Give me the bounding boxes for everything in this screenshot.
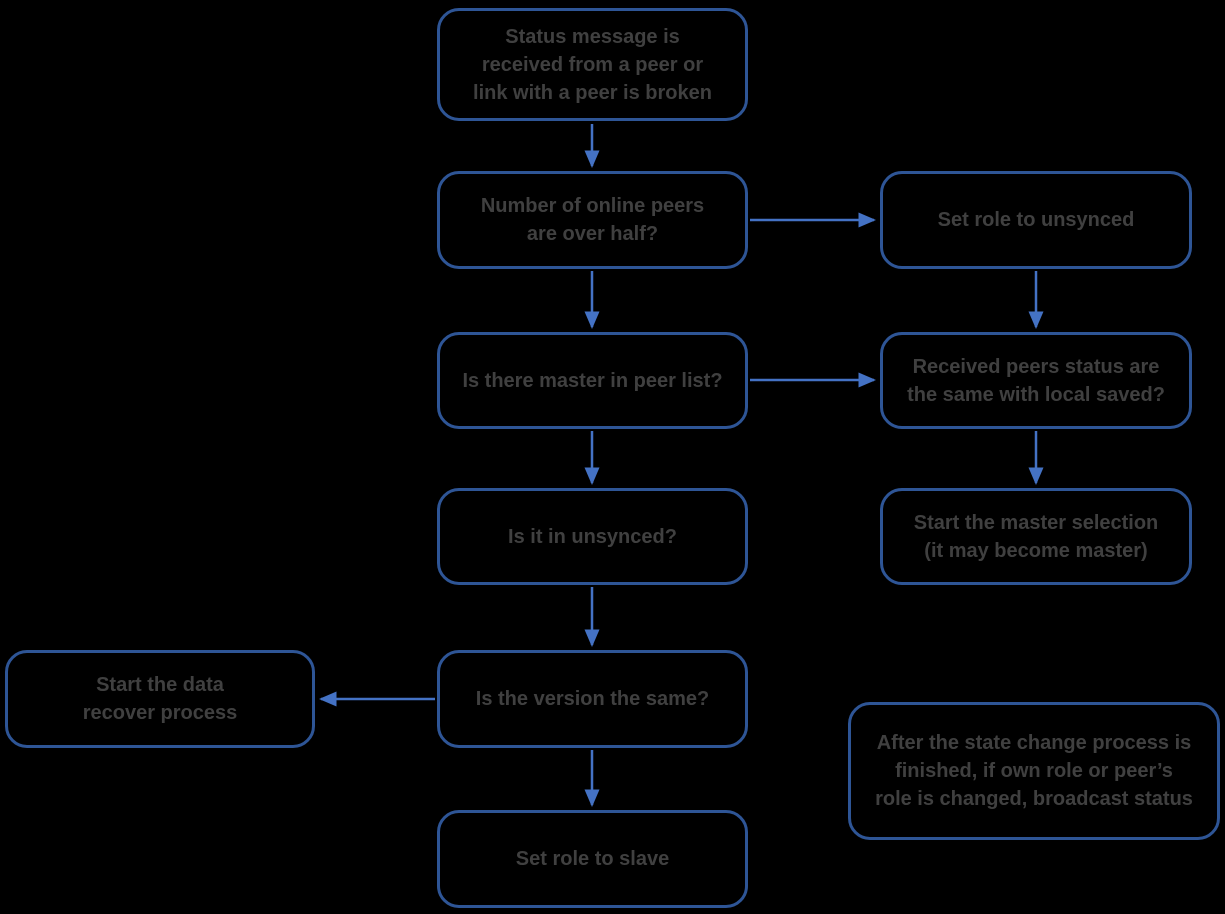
node-master-in-peer-list: Is there master in peer list? — [437, 332, 748, 429]
node-set-role-slave: Set role to slave — [437, 810, 748, 908]
node-is-it-unsynced: Is it in unsynced? — [437, 488, 748, 585]
node-peers-status-same: Received peers status are the same with … — [880, 332, 1192, 429]
node-start-master-selection: Start the master selection (it may becom… — [880, 488, 1192, 585]
node-set-role-unsynced: Set role to unsynced — [880, 171, 1192, 269]
note-broadcast-status: After the state change process is finish… — [848, 702, 1220, 840]
node-is-version-same: Is the version the same? — [437, 650, 748, 748]
node-online-peers-over-half: Number of online peers are over half? — [437, 171, 748, 269]
node-start-data-recover: Start the data recover process — [5, 650, 315, 748]
node-status-message: Status message is received from a peer o… — [437, 8, 748, 121]
